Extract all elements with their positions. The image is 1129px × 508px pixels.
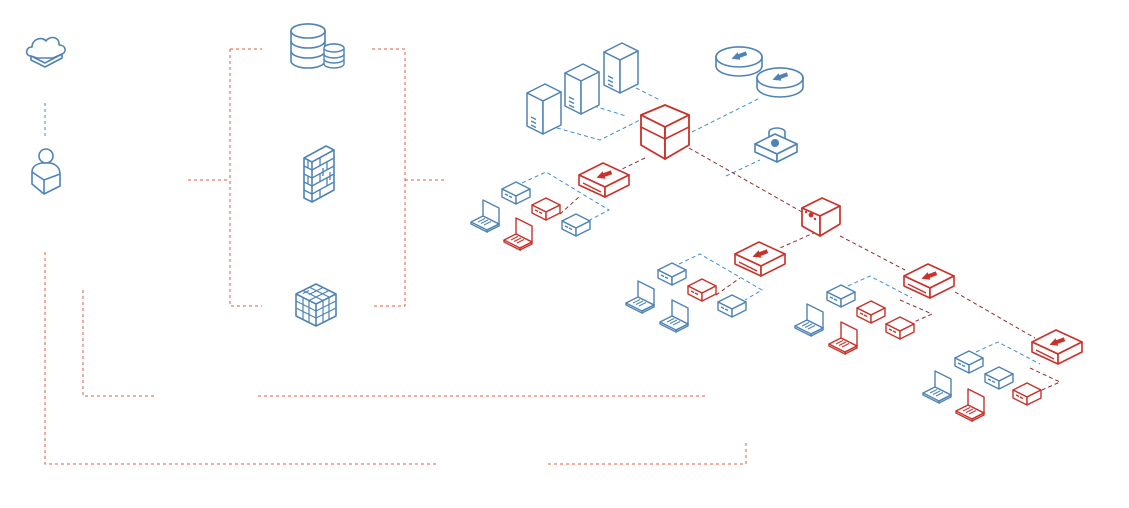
connection-line [954, 291, 1036, 339]
database-icon [290, 23, 345, 69]
laptop-icon [503, 217, 533, 251]
connection-line [548, 440, 747, 465]
laptop-icon [794, 303, 824, 337]
laptop-icon [625, 280, 655, 314]
connection-line [691, 97, 761, 133]
core-hub-icon [640, 104, 690, 160]
branch-3 [794, 263, 955, 355]
device-icon [531, 197, 561, 221]
connection-line [678, 253, 763, 301]
laptop-icon [659, 299, 689, 333]
connection-line [779, 231, 817, 249]
firewall-icon [303, 145, 335, 203]
secure-gateway-icon [754, 127, 798, 163]
modules-icon [295, 283, 337, 327]
device-icon [1012, 382, 1042, 406]
branch-4 [922, 329, 1083, 422]
connection-line [593, 105, 627, 117]
connection-line [635, 87, 661, 101]
connection-line [559, 195, 581, 215]
connection-line [975, 341, 1041, 365]
connection-line [839, 235, 906, 271]
device-icon [954, 350, 984, 374]
switch-icon [903, 263, 955, 299]
distribution-hub-icon [801, 197, 841, 237]
device-icon [856, 300, 886, 324]
connection-line [619, 157, 646, 171]
connection-line [847, 275, 913, 299]
device-icon [501, 181, 531, 205]
device-icon [717, 294, 747, 318]
connection-line [556, 119, 641, 141]
connection-line [725, 159, 761, 177]
cloud-icon [25, 36, 66, 68]
connection-line [521, 171, 611, 221]
connection-line [82, 290, 157, 397]
laptop-icon [828, 321, 858, 355]
device-icon [885, 316, 915, 340]
switch-icon [734, 241, 786, 277]
device-icon [657, 262, 687, 286]
connection-line [229, 48, 262, 307]
device-icon [561, 213, 591, 237]
server-tower-icon [603, 42, 639, 94]
switch-icon [578, 162, 630, 198]
router-icon [715, 46, 763, 77]
connection-line [44, 252, 438, 465]
connection-lines [44, 48, 1062, 465]
connection-line [688, 147, 803, 213]
device-icon [984, 366, 1014, 390]
connection-line [372, 48, 406, 307]
branch-2 [625, 241, 786, 333]
switch-icon [1031, 329, 1083, 365]
device-icon [687, 278, 717, 302]
laptop-icon [955, 388, 985, 422]
device-icon [826, 284, 856, 308]
server-tower-icon [564, 63, 600, 115]
branch-1 [470, 162, 630, 251]
laptop-icon [470, 199, 500, 233]
user-icon [31, 148, 61, 195]
server-tower-icon [526, 83, 562, 135]
router-icon [756, 67, 804, 98]
connection-line [715, 277, 741, 296]
laptop-icon [922, 370, 952, 404]
